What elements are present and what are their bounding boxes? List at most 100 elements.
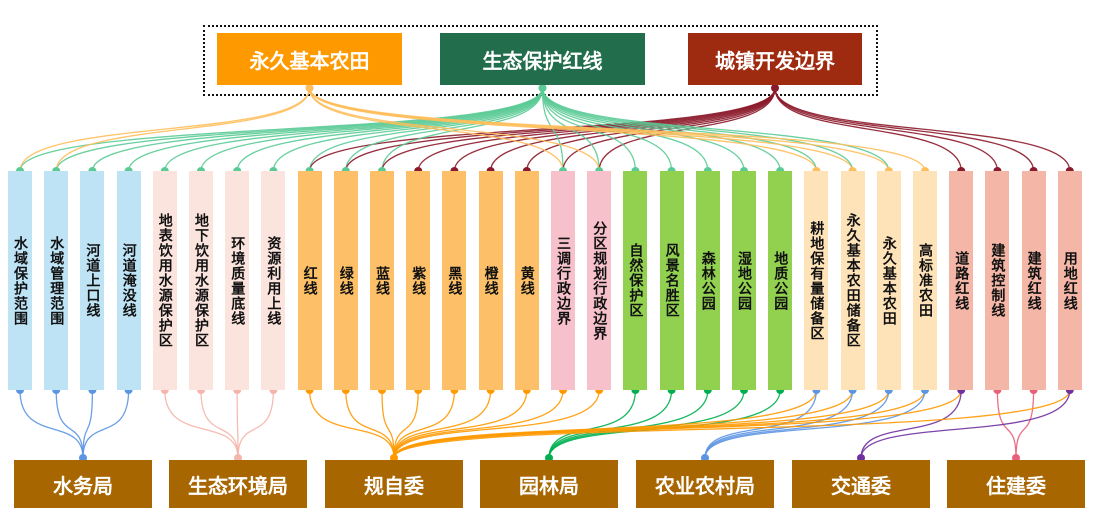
control-line-column: 紫线: [406, 171, 431, 390]
column-label: 水域管理范围: [48, 235, 65, 326]
column-label: 水域保护范围: [12, 235, 28, 326]
control-line-column: 河道淹没线: [116, 171, 141, 390]
column-label: 地质公园: [772, 250, 789, 311]
top-link: [200, 87, 544, 172]
column-label: 资源利用上线: [265, 235, 282, 326]
top-link: [272, 87, 544, 172]
column-label: 分区规划行政边界: [591, 220, 608, 341]
column-label: 河道淹没线: [120, 243, 137, 318]
control-line-column: 耕地保有量储备区: [804, 171, 829, 390]
column-label: 高标准农田: [917, 243, 933, 318]
control-line-column: 湿地公园: [732, 171, 756, 390]
top-link: [774, 87, 1035, 172]
top-link: [19, 87, 311, 172]
ministry-box-1: 生态环境局: [169, 460, 307, 508]
bottom-link: [704, 389, 890, 459]
control-line-column: 三调行政边界: [551, 171, 575, 390]
column-label: 永久基本农田: [880, 235, 897, 326]
bottom-link: [236, 389, 239, 459]
control-line-column: 永久基本农田储备区: [840, 171, 865, 390]
control-line-column: 资源利用上线: [261, 171, 286, 390]
bottom-link: [82, 389, 130, 459]
top-link: [164, 87, 544, 172]
column-label: 永久基本农田储备区: [844, 213, 861, 348]
top-link: [541, 87, 890, 172]
column-label: 紫线: [410, 265, 427, 296]
control-line-column: 水域保护范围: [8, 171, 32, 390]
ministry-box-2: 规自委: [325, 460, 463, 508]
ministry-box-0: 水务局: [14, 460, 152, 508]
column-label: 黄线: [518, 265, 535, 296]
column-label: 耕地保有量储备区: [808, 220, 825, 341]
bottom-link: [381, 389, 395, 459]
column-label: 用地红线: [1061, 250, 1078, 311]
column-label: 河道上口线: [84, 243, 101, 318]
control-line-column: 河道上口线: [80, 171, 105, 390]
ministry-box-3: 园林局: [480, 460, 618, 508]
bottom-link: [393, 389, 600, 459]
control-line-column: 高标准农田: [913, 171, 937, 390]
column-label: 建筑控制线: [989, 243, 1006, 318]
header-box-2: 城镇开发边界: [688, 33, 862, 85]
top-link: [541, 87, 745, 172]
top-link: [308, 87, 600, 172]
top-link: [526, 87, 776, 172]
bottom-link: [200, 389, 239, 459]
bottom-link: [860, 389, 962, 459]
top-link: [774, 87, 1071, 172]
bottom-link: [704, 389, 818, 459]
column-label: 森林公园: [699, 250, 716, 311]
top-link: [55, 87, 544, 172]
bottom-link: [308, 389, 395, 459]
top-link: [541, 87, 781, 172]
ministry-box-6: 住建委: [947, 460, 1085, 508]
column-label: 环境质量底线: [229, 235, 246, 326]
column-label: 三调行政边界: [555, 235, 571, 326]
top-link: [541, 87, 854, 172]
control-line-column: 森林公园: [695, 171, 720, 390]
bottom-link: [860, 389, 1071, 459]
control-line-column: 风景名胜区: [659, 171, 684, 390]
top-link: [345, 87, 544, 172]
column-label: 风景名胜区: [663, 243, 680, 318]
header-box-0: 永久基本农田: [217, 33, 402, 85]
bottom-link: [19, 389, 84, 459]
top-link: [308, 87, 890, 172]
column-label: 绿线: [337, 265, 354, 296]
top-link: [541, 87, 818, 172]
bottom-link: [82, 389, 94, 459]
bottom-link: [55, 389, 84, 459]
column-label: 红线: [301, 265, 318, 296]
control-line-column: 用地红线: [1057, 171, 1082, 390]
header-anchor-dot: [305, 84, 314, 92]
bottom-link: [393, 389, 564, 459]
control-line-column: 环境质量底线: [225, 171, 250, 390]
bottom-link: [164, 389, 239, 459]
control-line-column: 地质公园: [768, 171, 793, 390]
header-anchor-dot: [771, 84, 779, 92]
column-label: 地表饮用水源保护区: [156, 213, 173, 348]
control-line-column: 橙线: [478, 171, 503, 390]
bottom-link: [393, 389, 528, 459]
bottom-link: [393, 389, 492, 459]
bottom-link: [393, 389, 456, 459]
control-line-column: 道路红线: [949, 171, 974, 390]
control-line-column: 黄线: [514, 171, 539, 390]
bottom-link: [393, 389, 419, 459]
bottom-link: [996, 389, 1017, 459]
top-link: [19, 87, 544, 172]
control-line-column: 水域管理范围: [44, 171, 69, 390]
top-link: [774, 87, 962, 172]
column-label: 道路红线: [953, 250, 970, 311]
control-line-column: 永久基本农田: [876, 171, 901, 390]
control-line-column: 红线: [297, 171, 322, 390]
bottom-link: [1015, 389, 1035, 459]
top-link: [55, 87, 311, 172]
top-link: [562, 87, 776, 172]
control-line-column: 地表饮用水源保护区: [152, 171, 177, 390]
bottom-link: [704, 389, 926, 459]
bottom-link: [237, 389, 275, 459]
control-line-column: 建筑红线: [1021, 171, 1046, 390]
bottom-link: [393, 389, 962, 459]
